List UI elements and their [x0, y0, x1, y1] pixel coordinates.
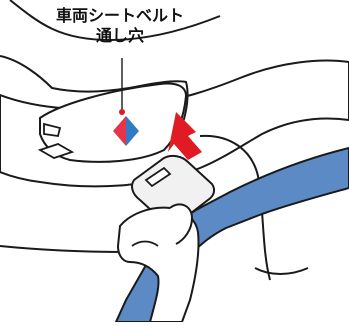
callout-leader-dot [119, 109, 125, 115]
callout-label-line1: 車両シートベルト [0, 6, 240, 26]
callout-label: 車両シートベルト 通し穴 [0, 6, 240, 46]
callout-label-line2: 通し穴 [0, 26, 240, 46]
